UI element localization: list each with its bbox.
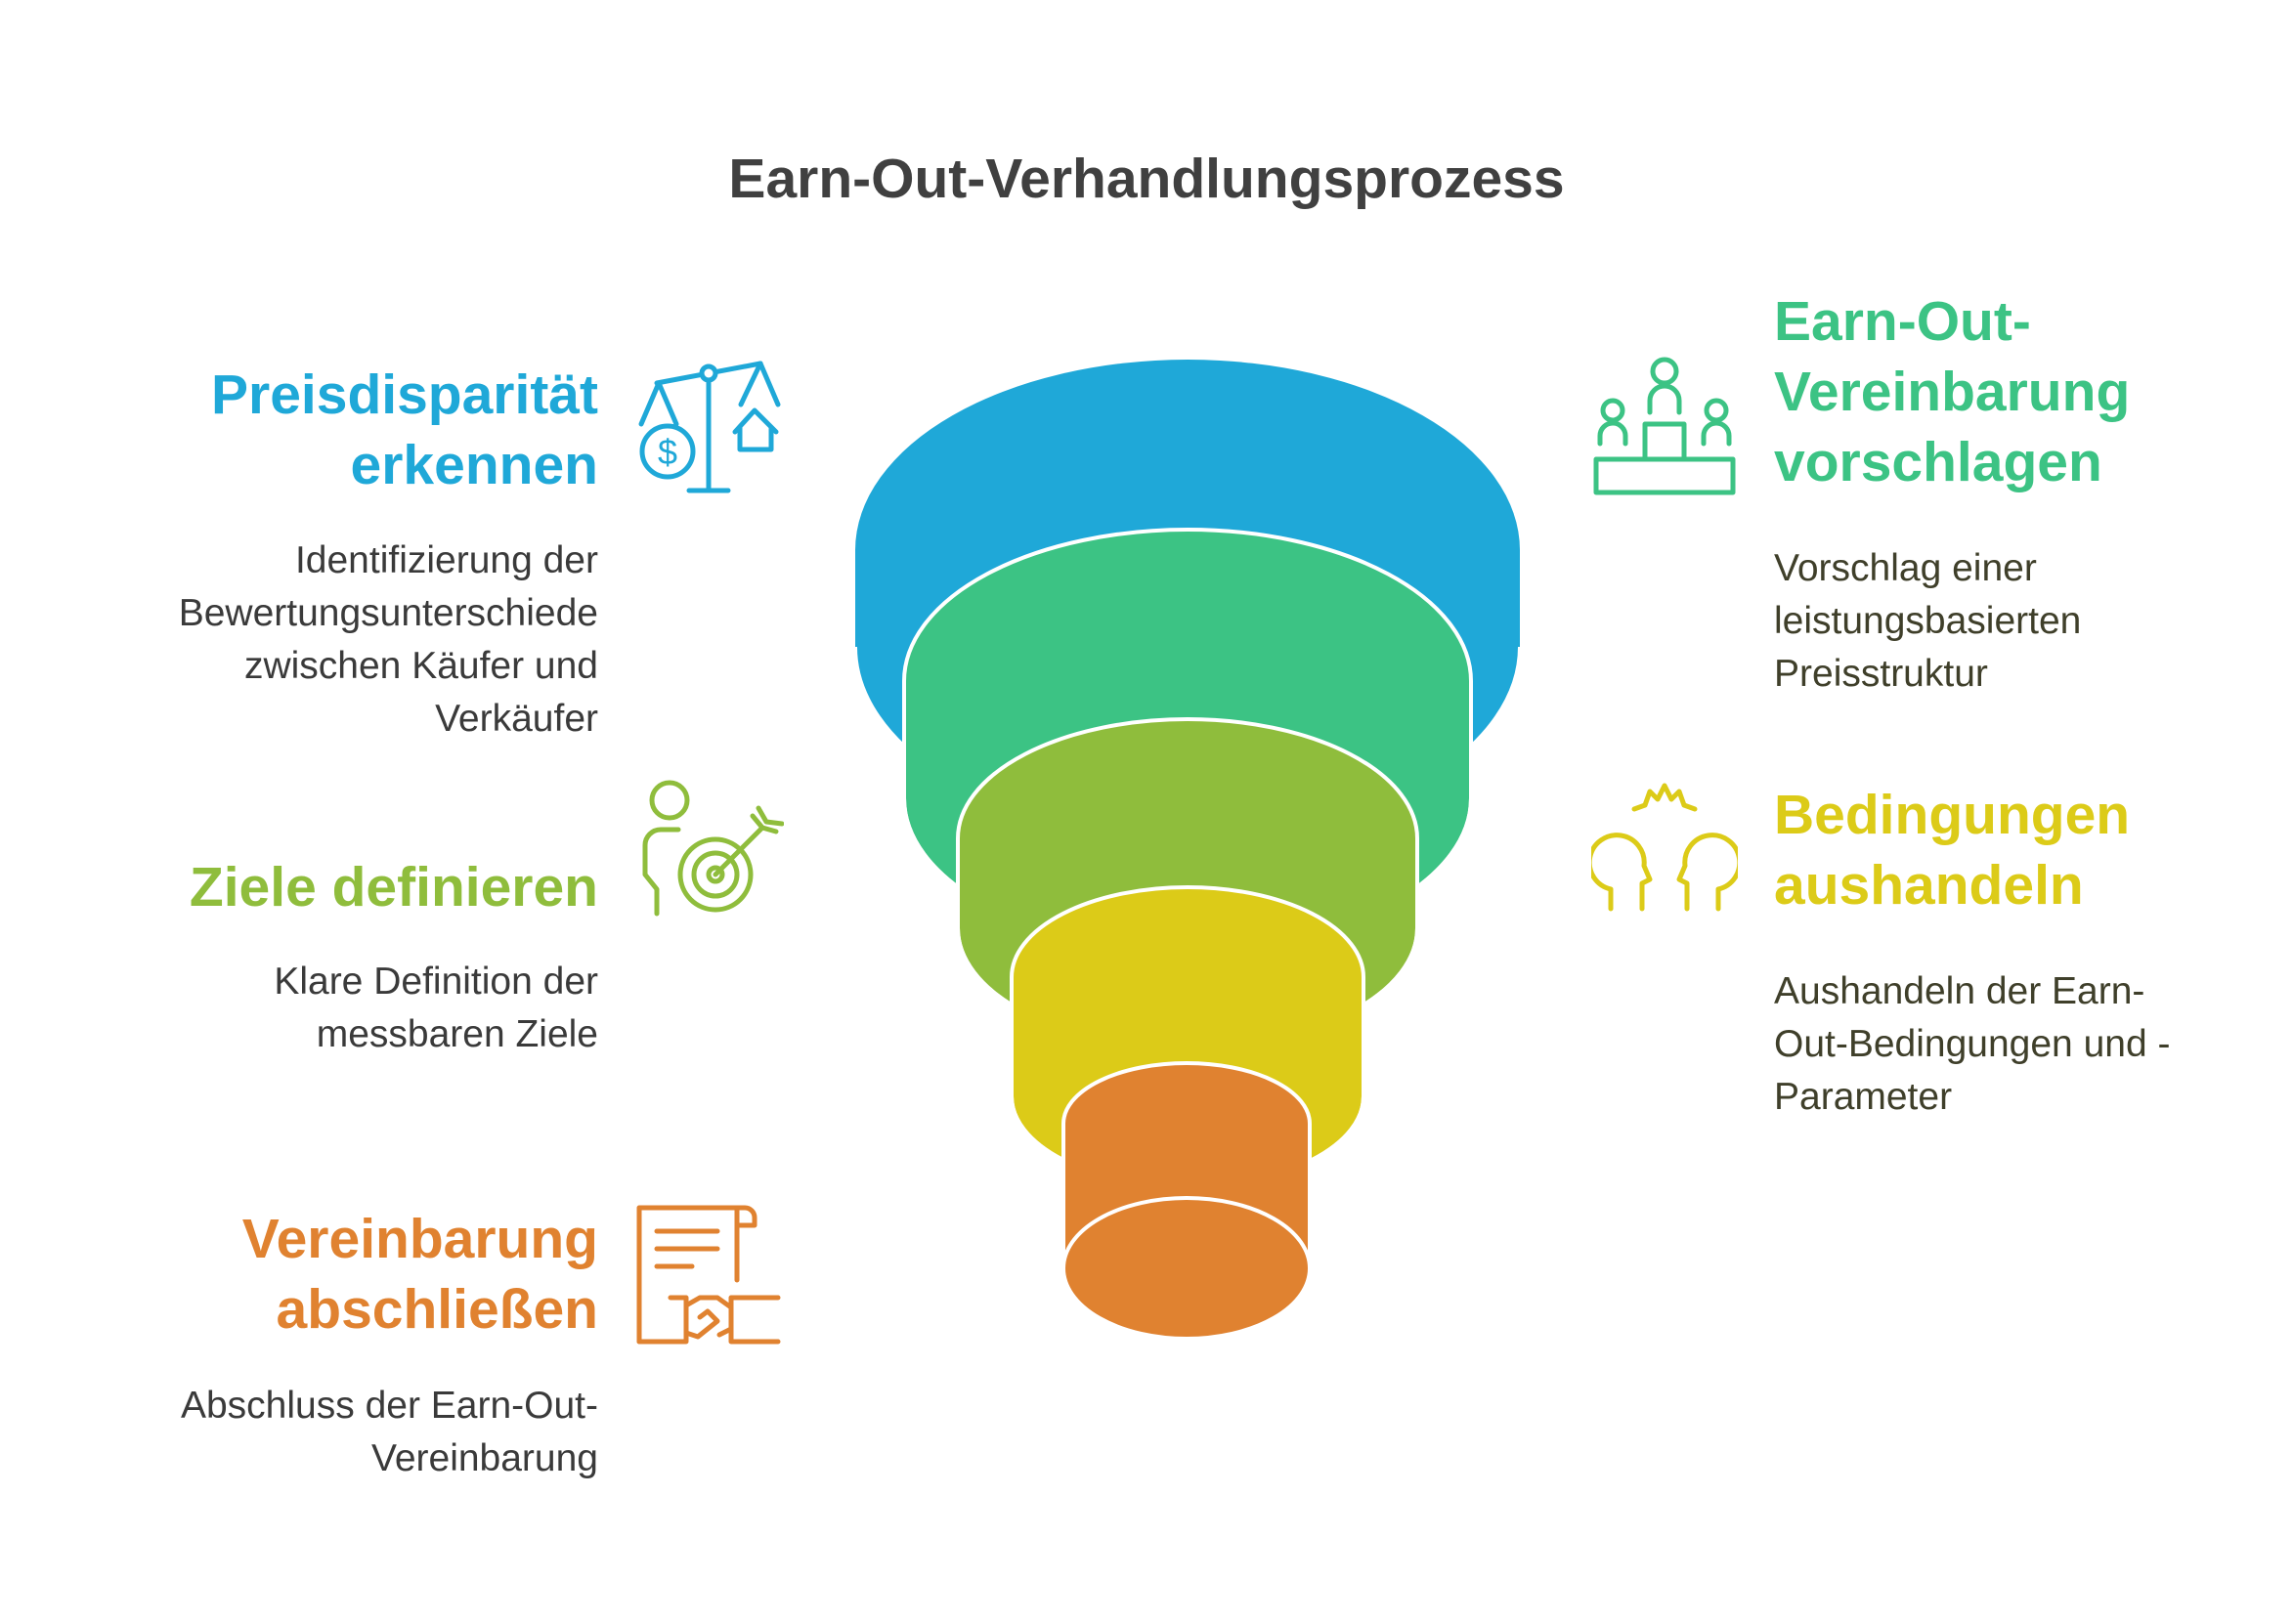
step-4-heading-line-2: aushandeln [1774,854,2084,917]
step-5-heading: Vereinbarung abschließen [98,1204,598,1345]
step-2-desc-line-3: Preisstruktur [1774,653,1988,695]
podium-people-icon [1591,354,1738,500]
step-2-heading-line-2: Vereinbarung [1774,361,2131,423]
scale-dollar-house-icon: $ [635,354,782,500]
step-4-heading-line-1: Bedingungen [1774,784,2131,846]
step-3-heading-line-1: Ziele definieren [189,856,598,919]
step-4-description: Aushandeln der Earn- Out-Bedingungen und… [1774,965,2263,1124]
step-4-desc-line-2: Out-Bedingungen und - [1774,1023,2171,1065]
step-1-heading-line-1: Preisdisparität [211,363,598,426]
step-1-desc-line-1: Identifizierung der [294,539,598,581]
diagram-title: Earn-Out-Verhandlungsprozess [728,148,1565,210]
step-2-heading-line-3: vorschlagen [1774,431,2102,493]
contract-handshake-icon [635,1200,782,1346]
step-1-heading: Preisdisparität erkennen [98,360,598,500]
step-2-description: Vorschlag einer leistungsbasierten Preis… [1774,542,2263,701]
step-5-heading-line-2: abschließen [276,1278,598,1341]
step-4-desc-line-1: Aushandeln der Earn- [1774,970,2145,1012]
step-5-desc-line-2: Vereinbarung [370,1437,598,1479]
two-heads-gear-icon [1591,782,1738,919]
step-5-desc-line-1: Abschluss der Earn-Out- [180,1385,598,1427]
step-5-description: Abschluss der Earn-Out- Vereinbarung [59,1380,598,1485]
step-3-desc-line-1: Klare Definition der [274,961,598,1003]
step-5-heading-line-1: Vereinbarung [241,1208,598,1270]
step-2-heading-line-1: Earn-Out- [1774,290,2031,353]
step-4-desc-line-3: Parameter [1774,1076,1953,1118]
step-1-description: Identifizierung der Bewertungsunterschie… [59,534,598,746]
step-1-heading-line-2: erkennen [350,434,598,496]
step-4-heading: Bedingungen aushandeln [1774,780,2263,920]
svg-text:$: $ [658,432,677,472]
person-target-icon [637,777,784,923]
step-1-desc-line-2: Bewertungsunterschiede [178,592,598,634]
step-2-heading: Earn-Out- Vereinbarung vorschlagen [1774,286,2263,497]
step-1-desc-line-3: zwischen Käufer und [243,645,598,687]
step-3-description: Klare Definition der messbaren Ziele [59,956,598,1061]
step-1-desc-line-4: Verkäufer [435,698,598,740]
step-2-desc-line-1: Vorschlag einer [1774,547,2037,589]
funnel-layer-5 [1061,1061,1312,1341]
step-2-desc-line-2: leistungsbasierten [1774,600,2082,642]
step-3-desc-line-2: messbaren Ziele [316,1013,598,1055]
step-3-heading: Ziele definieren [98,852,598,922]
